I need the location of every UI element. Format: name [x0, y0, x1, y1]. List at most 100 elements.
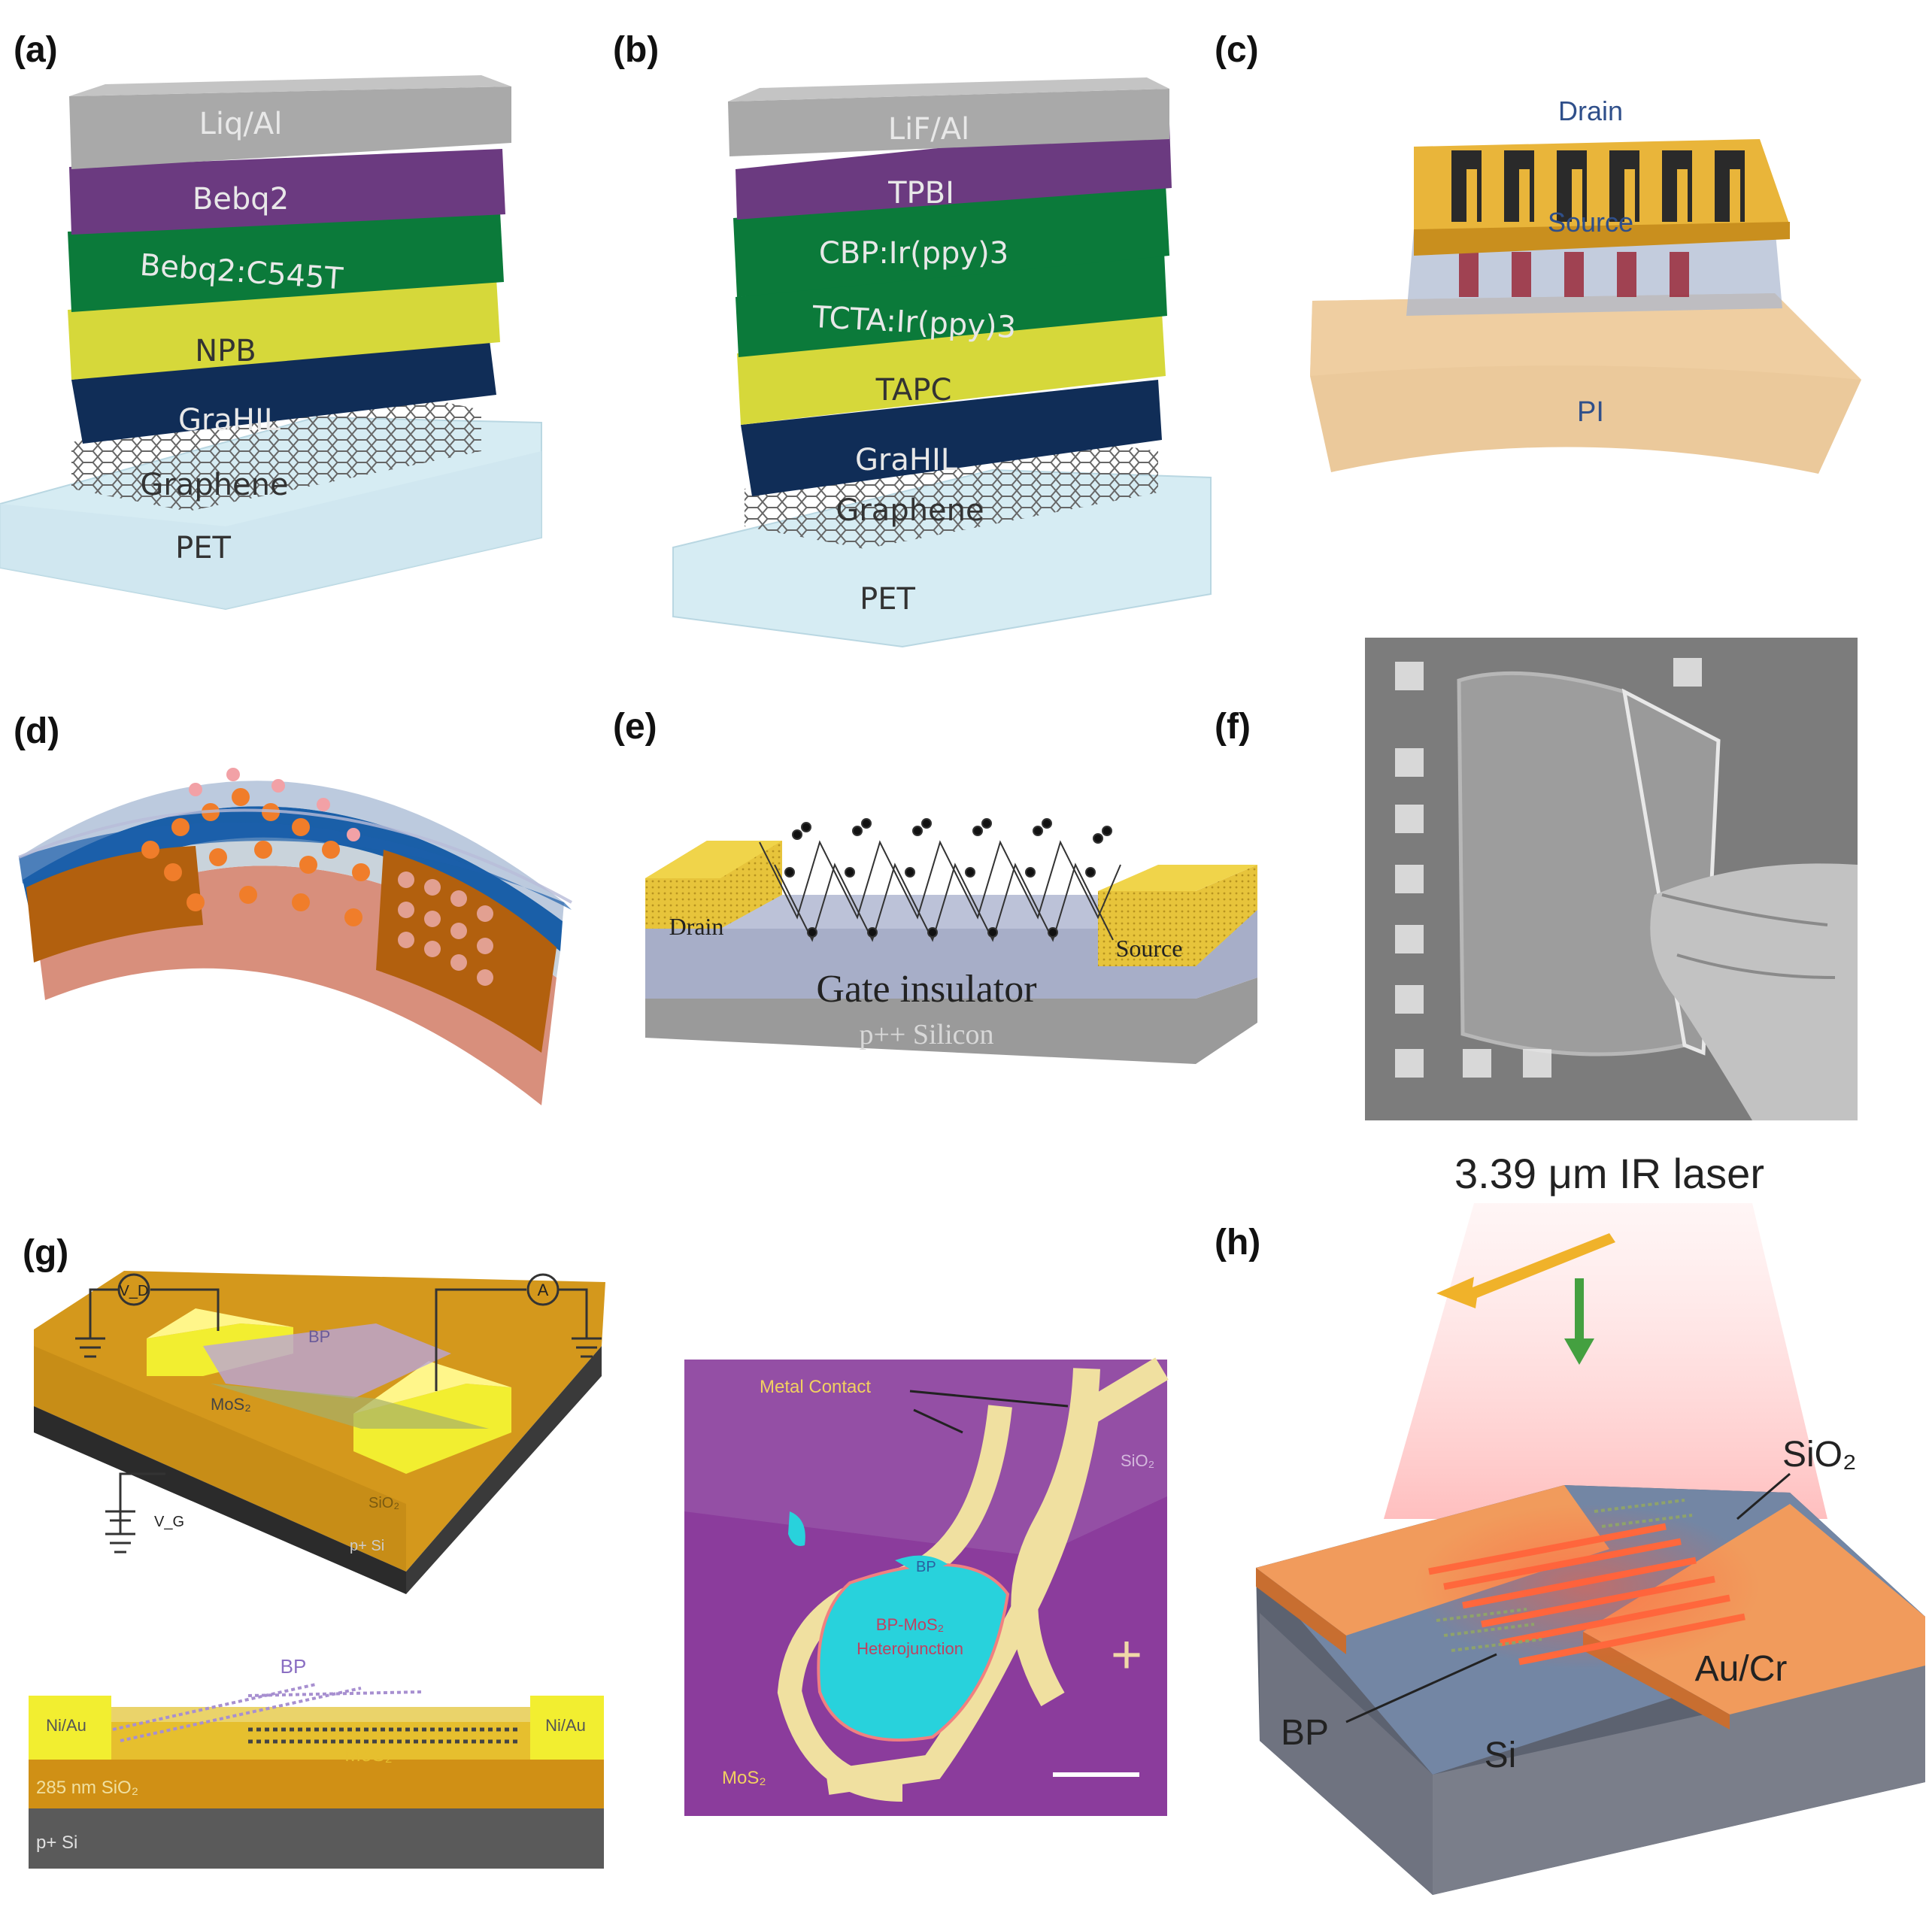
panel-d-label: (d): [14, 711, 59, 751]
cross-sio2: [29, 1760, 604, 1808]
layer-label: TPBI: [887, 176, 954, 211]
layer-label: Bebq2: [193, 182, 289, 217]
bp-label: BP: [1281, 1713, 1329, 1753]
grahil-layer: [71, 335, 496, 444]
cross-bp-flake: [112, 1683, 422, 1742]
pi-label: PI: [1577, 396, 1604, 428]
polarization-arrow: [1436, 1233, 1615, 1308]
layer-label: Graphene: [140, 468, 288, 502]
panel-f: (f): [1215, 638, 1858, 1120]
panel-g-label: (g): [23, 1233, 68, 1273]
cross-psi-label: p+ Si: [36, 1833, 77, 1853]
heterojunction-region: [817, 1563, 1010, 1742]
drain-label: Drain: [669, 913, 724, 940]
tapc-layer: [737, 312, 1166, 425]
desktop-icons: [1395, 658, 1702, 1078]
panel-d: (d): [14, 711, 572, 1105]
cross-niau-right-label: Ni/Au: [545, 1716, 586, 1735]
si-label: Si: [1485, 1736, 1517, 1775]
cross-psi: [29, 1808, 604, 1869]
layer-label: Graphene: [836, 493, 984, 528]
sio2-pointer: [1736, 1472, 1791, 1520]
tcta-layer: [735, 252, 1167, 357]
laser-beam: [1384, 1203, 1827, 1519]
sio2-label: SiO₂: [369, 1495, 399, 1511]
graphene-layer: [71, 385, 481, 511]
psi-label: p+ Si: [350, 1538, 384, 1554]
pointer-line: [909, 1390, 1069, 1408]
bp-label: BP: [308, 1327, 330, 1346]
panel-c: (c): [1215, 30, 1861, 474]
panel-e-label: (e): [613, 707, 657, 747]
mos2-label: MoS₂: [211, 1395, 251, 1414]
panel-h: (h) 3.39 μm IR laser: [1215, 1150, 1925, 1895]
panel-c-label: (c): [1215, 30, 1259, 70]
measurement-circuit: [75, 1273, 602, 1554]
propagation-arrow: [1575, 1278, 1584, 1342]
gate-insulator-label: Gate insulator: [816, 968, 1036, 1011]
plus-mark: +: [1111, 1625, 1142, 1685]
source-label: Source: [1116, 935, 1183, 962]
layer-label: CBP:Ir(ppy)3: [819, 236, 1008, 271]
right-aucr-pad: [1583, 1504, 1925, 1714]
molecule-network: [141, 788, 370, 926]
cross-right-niau: [530, 1696, 604, 1760]
layer-label: TAPC: [875, 373, 952, 408]
layer-label: GraHIL: [855, 443, 958, 477]
layer-label: GraHIL: [178, 403, 281, 438]
vg-label: V_G: [154, 1514, 184, 1530]
hetero-label: BP-MoS₂: [876, 1615, 944, 1634]
mos2-flake: [211, 1384, 489, 1429]
cross-sio2-label: 285 nm SiO₂: [36, 1778, 138, 1798]
bp-pointer: [1345, 1653, 1497, 1723]
cross-mos2-label: MoS₂: [344, 1743, 393, 1766]
layer-label: PET: [175, 531, 231, 565]
cross-niau-left-label: Ni/Au: [46, 1716, 86, 1735]
source-electrode: [1098, 865, 1257, 966]
vd-symbol: V_D: [120, 1283, 149, 1299]
left-electrode: [26, 846, 203, 962]
panel-h-label: (h): [1215, 1223, 1260, 1263]
ammeter-symbol: A: [538, 1281, 549, 1299]
mos2-micro-label: MoS₂: [722, 1768, 766, 1788]
sio2-label: SiO₂: [1782, 1435, 1857, 1475]
bp-flake: [1436, 1499, 1693, 1652]
cross-left-niau: [29, 1696, 111, 1760]
panel-g: (g) V_D A V_G BP MoS₂: [23, 1233, 1169, 1869]
metal-contact-label: Metal Contact: [760, 1377, 871, 1397]
bebq2-layer: [69, 149, 505, 235]
panel-b-label: (b): [613, 30, 659, 70]
layer-label: NPB: [195, 334, 256, 368]
laser-label: 3.39 μm IR laser: [1454, 1150, 1764, 1197]
panel-e: (e) Drain Source Gate insulator p++ Sili…: [613, 707, 1257, 1064]
silicon-label: p++ Silicon: [859, 1019, 993, 1050]
silicon-substrate: [645, 978, 1257, 1064]
polymer-chains: [759, 818, 1121, 942]
hetero-label-2: Heterojunction: [857, 1639, 963, 1658]
lif-al-layer: [728, 89, 1169, 156]
cbp-layer: [733, 184, 1169, 297]
layer-label: PET: [860, 582, 915, 617]
hand: [1650, 863, 1858, 1120]
source-label: Source: [1548, 207, 1633, 238]
panel-a: (a) Liq/Al Bebq2 Bebq2:C545T NPB GraHIL …: [0, 30, 542, 611]
layer-label: Liq/Al: [199, 107, 283, 141]
panel-a-label: (a): [14, 30, 58, 70]
cross-bp-label: BP: [281, 1655, 307, 1678]
graphene-layer: [745, 432, 1158, 549]
cross-mos2-flake: [248, 1727, 519, 1744]
aucr-label: Au/Cr: [1695, 1649, 1788, 1689]
drain-label: Drain: [1558, 95, 1623, 126]
tpbi-layer: [735, 124, 1172, 220]
bp-micro-label: BP: [916, 1559, 936, 1575]
sio2-label: SiO₂: [1121, 1451, 1154, 1470]
panel-b: (b) LiF/Al TPBI CBP:Ir(ppy)3 TCTA:Ir(ppy…: [613, 30, 1212, 648]
grahil-layer: [741, 380, 1162, 496]
panel-f-label: (f): [1215, 707, 1251, 747]
layer-label: LiF/Al: [888, 112, 969, 147]
right-electrode: [376, 850, 557, 1053]
bebq2-c545t-layer: [68, 212, 504, 312]
liq-al-layer: [69, 86, 511, 169]
bp-flake: [203, 1323, 451, 1399]
